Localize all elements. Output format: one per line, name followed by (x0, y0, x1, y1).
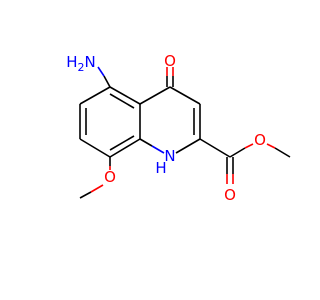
ring-nitrogen-label: N (164, 147, 175, 165)
bond-o-ether-ch3-red (266, 143, 276, 149)
ring-nh-h-label: H (155, 159, 166, 177)
bond-c4a-c4 (139, 86, 171, 105)
bond-n1-c8a (139, 138, 153, 147)
bond-n1-c8a-n (151, 145, 165, 154)
atom-labels: H2N O H N O O O (66, 52, 266, 204)
bonds (79, 66, 291, 199)
bond-c5-c6 (79, 86, 111, 105)
bond-o-ether-ch3 (274, 147, 291, 158)
bond-c5-n (103, 75, 111, 88)
bond-c8-c8a-inner (109, 135, 135, 151)
ketone-oxygen-label: O (164, 52, 176, 70)
bond-o-ch3-red (90, 184, 104, 193)
amino-label: H2N (66, 53, 96, 74)
ester-carbonyl-oxygen-label: O (224, 186, 236, 204)
bond-c4a-c5-inner (109, 93, 135, 109)
methoxy-oxygen-label: O (104, 168, 116, 186)
bond-cester-o-ether (229, 147, 246, 158)
bond-c2-n1 (175, 138, 201, 154)
bond-c5-n-blue (97, 66, 105, 77)
bond-o-ch3 (79, 191, 92, 199)
bond-c4a-c5 (109, 86, 141, 105)
bond-c4-c3 (169, 86, 201, 105)
bond-c2-cester (199, 138, 231, 158)
bond-c7-c8 (79, 138, 111, 158)
bond-c8-c8a (109, 138, 141, 158)
molecule-structure: H2N O H N O O O (66, 52, 291, 204)
bond-cester-o-ether-red (244, 143, 254, 149)
ester-ether-oxygen-label: O (254, 131, 266, 149)
